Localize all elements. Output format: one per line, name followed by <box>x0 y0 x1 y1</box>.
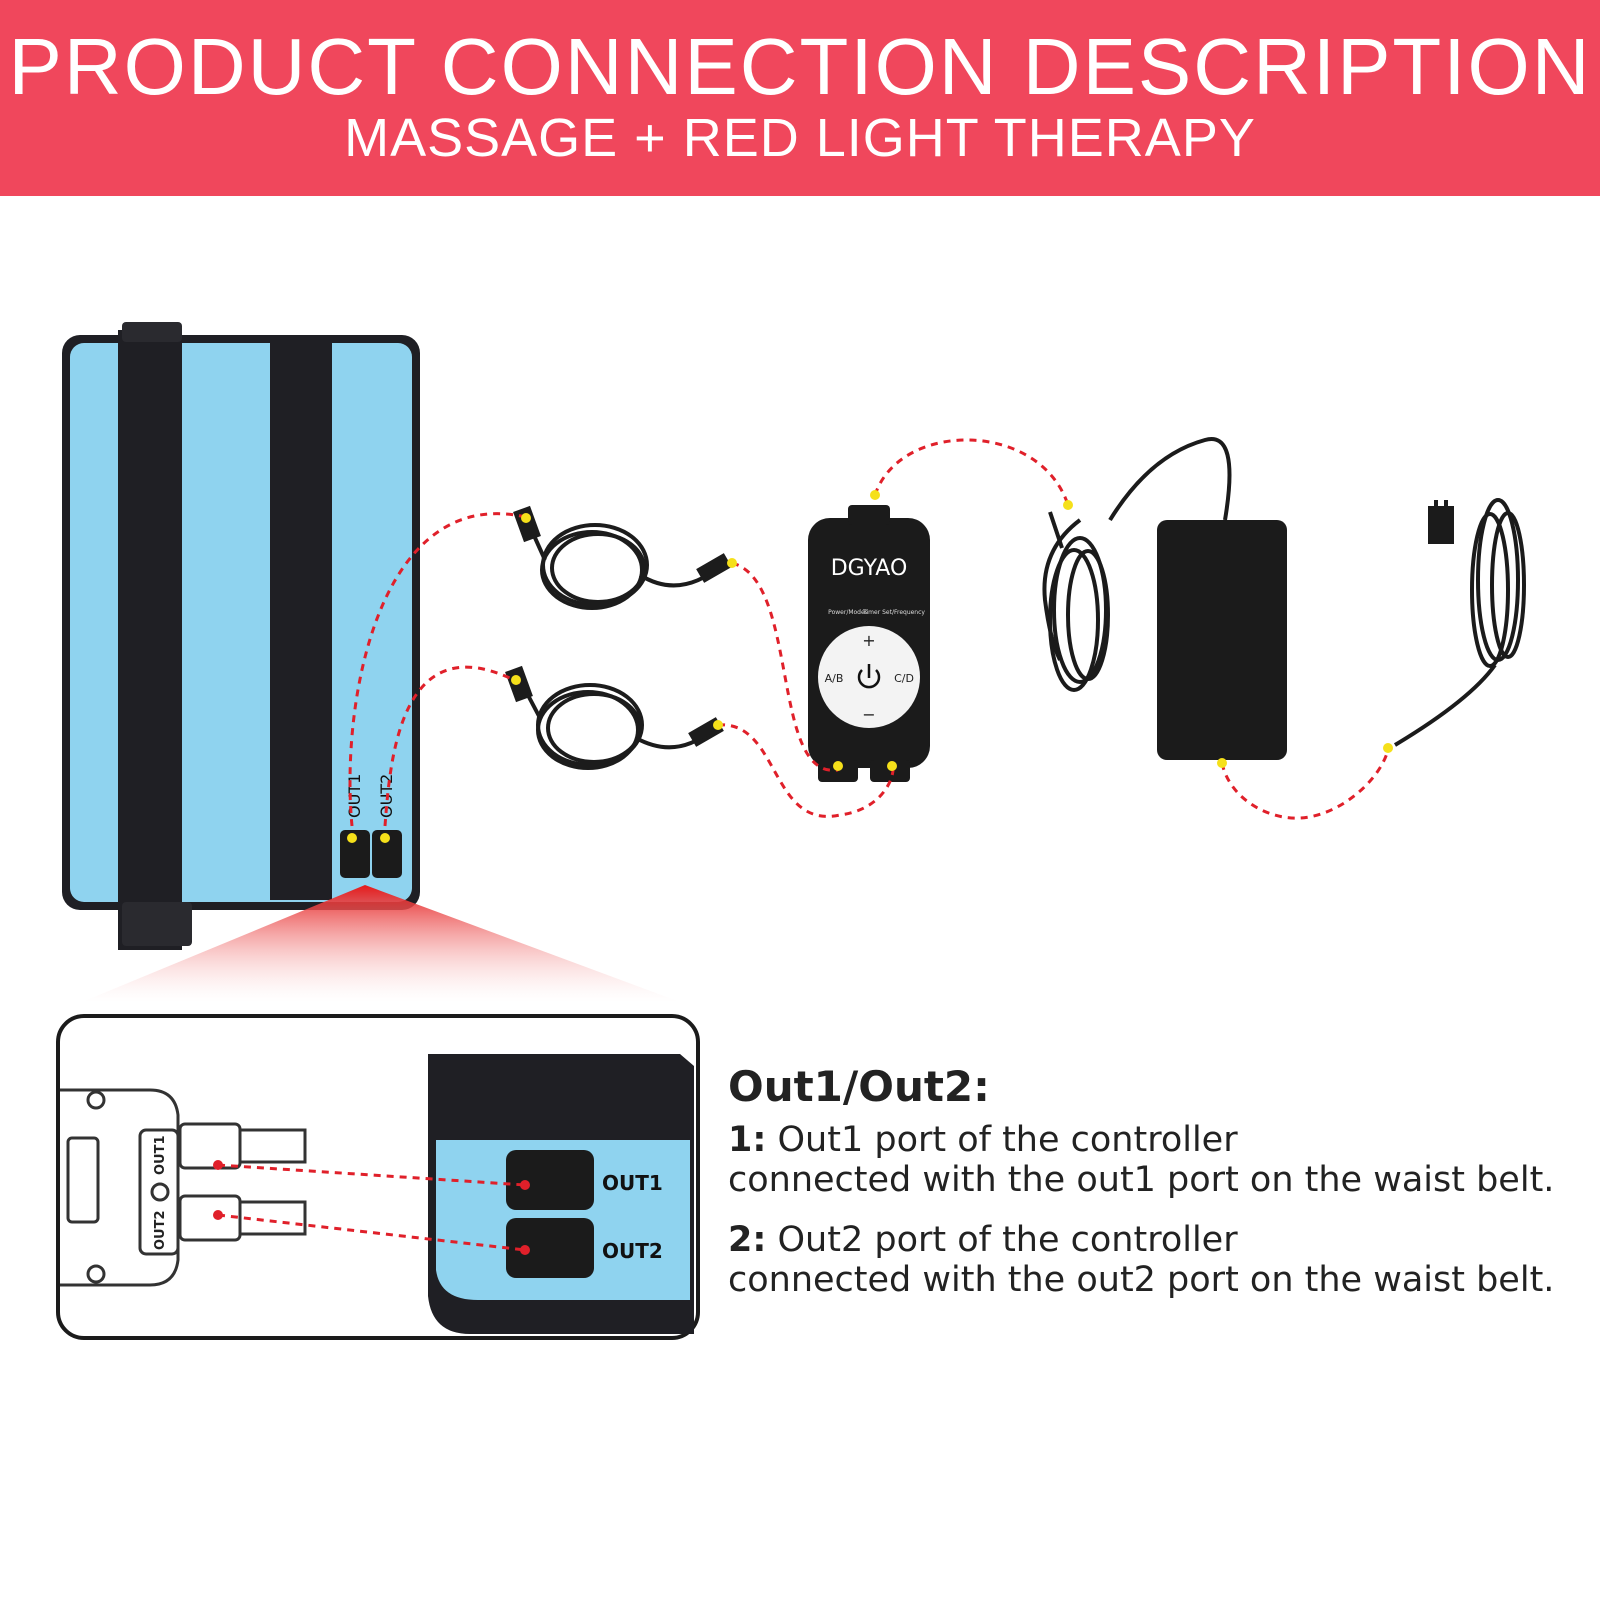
zoom-belt-port1-label: OUT1 <box>602 1171 663 1195</box>
description-heading: Out1/Out2: <box>728 1062 990 1111</box>
belt-strap-right <box>270 340 332 900</box>
description-item-2: 2: Out2 port of the controller connected… <box>728 1220 1600 1300</box>
belt-strap-left <box>118 330 182 950</box>
power-adapter <box>1042 437 1287 760</box>
page-subtitle: MASSAGE + RED LIGHT THERAPY <box>344 108 1256 168</box>
zoom-belt-port2-label: OUT2 <box>602 1239 663 1263</box>
description-item-1-number: 1: <box>728 1120 767 1160</box>
controller-plus-button: + <box>862 631 875 650</box>
waist-belt: OUT1 OUT2 <box>62 322 420 950</box>
belt-port-out1 <box>340 830 370 878</box>
extension-cable-1 <box>513 505 732 610</box>
description-item-1-line1: Out1 port of the controller <box>777 1120 1238 1160</box>
controller: DGYAO Power/Modes Timer Set/Frequency + … <box>808 505 930 782</box>
description-item-2-number: 2: <box>728 1220 767 1260</box>
controller-cd-button: C/D <box>894 672 914 685</box>
controller-ab-button: A/B <box>825 672 844 685</box>
description-item-1: 1: Out1 port of the controller connected… <box>728 1120 1600 1200</box>
page-title: PRODUCT CONNECTION DESCRIPTION <box>8 22 1592 111</box>
controller-label-right: Timer Set/Frequency <box>862 609 925 616</box>
zoom-belt-port-out2 <box>506 1218 594 1278</box>
controller-brand: DGYAO <box>831 556 908 581</box>
belt-port-out2 <box>372 830 402 878</box>
zoom-belt-closeup <box>428 1054 694 1334</box>
zoom-controller-port1-label: OUT1 <box>153 1135 168 1175</box>
controller-label-left: Power/Modes <box>828 609 868 616</box>
zoom-panel: OUT1 OUT2 OUT1 OUT2 <box>56 1014 700 1340</box>
zoom-controller-port2-label: OUT2 <box>153 1210 168 1250</box>
zoom-beam <box>82 885 680 1002</box>
connection-dots <box>347 490 1393 843</box>
zoom-controller-closeup <box>60 1088 307 1287</box>
description-item-2-line1: Out2 port of the controller <box>777 1220 1238 1260</box>
connection-lines <box>348 438 1390 827</box>
zoom-connection-dots <box>213 1160 530 1255</box>
description-item-2-line2: connected with the out2 port on the wais… <box>728 1260 1555 1300</box>
extension-cable-2 <box>505 665 724 770</box>
description-item-1-line2: connected with the out1 port on the wais… <box>728 1160 1555 1200</box>
controller-minus-button: − <box>862 705 875 724</box>
ac-power-cord <box>1393 498 1526 747</box>
power-icon <box>857 664 881 689</box>
description-block: Out1/Out2: 1: Out1 port of the controlle… <box>728 1060 1600 1320</box>
zoom-belt-port-out1 <box>506 1150 594 1210</box>
belt-port1-label: OUT1 <box>345 774 364 818</box>
header-banner: PRODUCT CONNECTION DESCRIPTION MASSAGE +… <box>0 0 1600 196</box>
